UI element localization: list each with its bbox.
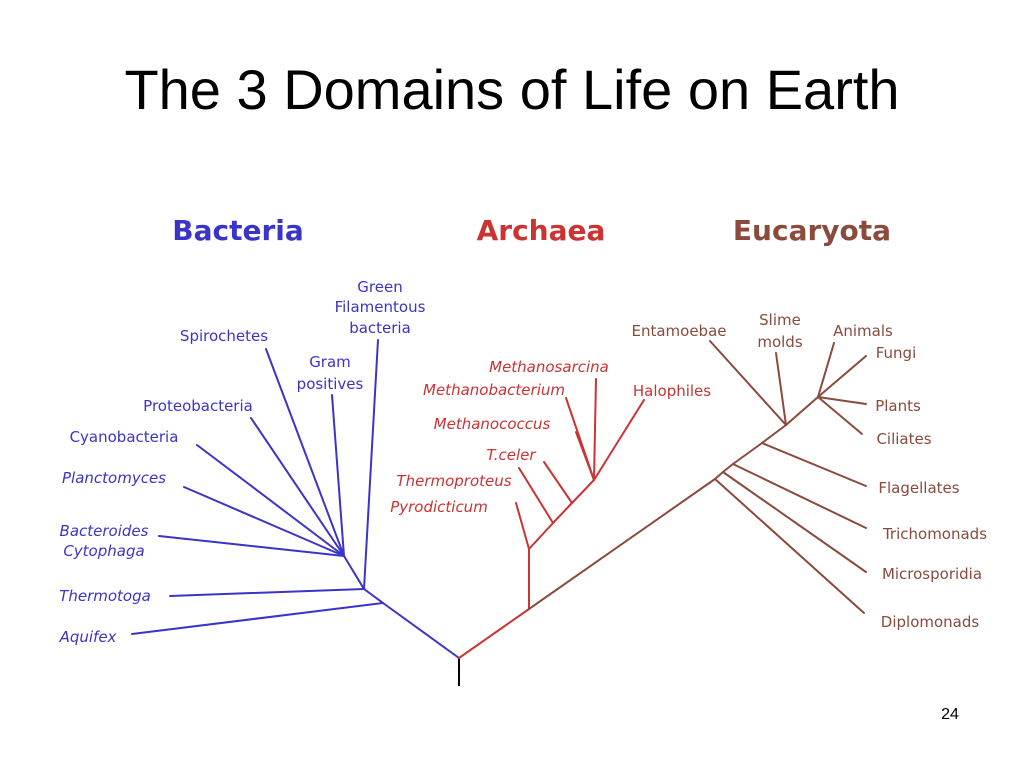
- branch-fungi: [817, 355, 867, 398]
- bacteria-branches: [131, 339, 460, 659]
- label-cyanobacteria: Cyanobacteria: [70, 428, 179, 446]
- domain-label-eucaryota: Eucaryota: [733, 214, 891, 247]
- label-gram-positives-line1: Gram: [309, 353, 351, 371]
- domain-label-archaea: Archaea: [477, 214, 606, 247]
- slide-number: 24: [941, 706, 959, 723]
- eucaryota-trunk-3: [732, 442, 763, 465]
- eucaryota-trunk-2: [722, 463, 734, 473]
- label-microsporidia: Microsporidia: [882, 565, 982, 583]
- label-bacteroides: Bacteroides: [60, 522, 149, 540]
- label-diplomonads: Diplomonads: [881, 613, 980, 631]
- branch-slime-molds: [775, 352, 787, 426]
- label-tceler: T.celer: [486, 446, 536, 464]
- archaea-inner-trunk: [528, 522, 554, 550]
- branch-microsporidia: [722, 471, 867, 573]
- branch-bacteroides: [158, 535, 345, 557]
- eucaryota-labels: Entamoebae Slime molds Animals Fungi Pla…: [631, 311, 987, 631]
- branch-ciliates: [817, 396, 863, 435]
- archaea-labels: Methanosarcina Methanobacterium Halophil…: [390, 358, 711, 516]
- label-green-filamentous-line1: Green: [357, 278, 402, 296]
- archaea-top-trunk: [571, 479, 595, 504]
- label-animals: Animals: [833, 322, 893, 340]
- branch-entamoebae: [709, 340, 787, 426]
- domain-label-bacteria: Bacteria: [172, 214, 304, 247]
- label-slime-molds-line2: molds: [757, 333, 802, 351]
- branch-methanosarcina: [593, 378, 597, 481]
- branch-flagellates: [761, 442, 867, 487]
- label-trichomonads: Trichomonads: [882, 525, 987, 543]
- label-aquifex: Aquifex: [59, 628, 117, 646]
- branch-tceler: [543, 461, 573, 504]
- label-methanobacterium: Methanobacterium: [423, 381, 565, 399]
- label-thermoproteus: Thermoproteus: [396, 472, 511, 490]
- label-methanococcus: Methanococcus: [434, 415, 551, 433]
- branch-planctomyces: [183, 486, 345, 557]
- label-methanosarcina: Methanosarcina: [489, 358, 609, 376]
- label-green-filamentous-line2: Filamentous: [335, 298, 426, 316]
- branch-gram-positives: [331, 394, 345, 557]
- eucaryota-trunk-4: [761, 424, 787, 444]
- eucaryota-trunk: [528, 478, 716, 610]
- branch-plants: [817, 396, 867, 405]
- branch-trichomonads: [732, 463, 867, 529]
- archaea-branches: [458, 378, 645, 659]
- branch-cyanobacteria: [196, 444, 345, 557]
- eucaryota-trunk-5: [785, 396, 819, 426]
- bacteria-core-trunk: [343, 555, 365, 590]
- eucaryota-inner-trunk: [714, 471, 724, 480]
- branch-thermotoga: [169, 588, 365, 597]
- label-green-filamentous-line3: bacteria: [349, 319, 411, 337]
- label-planctomyces: Planctomyces: [62, 469, 166, 487]
- label-entamoebae: Entamoebae: [631, 322, 726, 340]
- slide-title: The 3 Domains of Life on Earth: [124, 58, 900, 121]
- archaea-trunk: [458, 608, 530, 659]
- label-cytophaga: Cytophaga: [63, 542, 144, 560]
- label-halophiles: Halophiles: [633, 382, 711, 400]
- branch-spirochetes: [265, 348, 345, 557]
- label-fungi: Fungi: [876, 344, 917, 362]
- bacteria-inner-trunk: [363, 588, 384, 604]
- label-thermotoga: Thermotoga: [59, 587, 151, 605]
- bacteria-labels: Green Filamentous bacteria Spirochetes G…: [59, 278, 426, 646]
- label-plants: Plants: [875, 397, 921, 415]
- branch-thermoproteus: [518, 467, 554, 524]
- label-slime-molds-line1: Slime: [759, 311, 801, 329]
- branch-methanobacterium: [565, 397, 595, 481]
- branch-diplomonads: [714, 478, 865, 614]
- eucaryota-branches: [528, 340, 867, 614]
- branch-pyrodicticum: [515, 502, 530, 550]
- branch-green-filamentous: [363, 339, 379, 590]
- branch-halophiles: [593, 399, 645, 481]
- label-spirochetes: Spirochetes: [180, 327, 268, 345]
- archaea-core-trunk: [552, 502, 573, 524]
- branch-proteobacteria: [250, 417, 345, 557]
- branch-animals: [817, 342, 835, 398]
- bacteria-trunk: [382, 602, 460, 659]
- label-pyrodicticum: Pyrodicticum: [390, 498, 488, 516]
- branch-aquifex: [131, 602, 384, 635]
- label-proteobacteria: Proteobacteria: [143, 397, 253, 415]
- label-flagellates: Flagellates: [878, 479, 959, 497]
- label-ciliates: Ciliates: [876, 430, 931, 448]
- label-gram-positives-line2: positives: [297, 375, 364, 393]
